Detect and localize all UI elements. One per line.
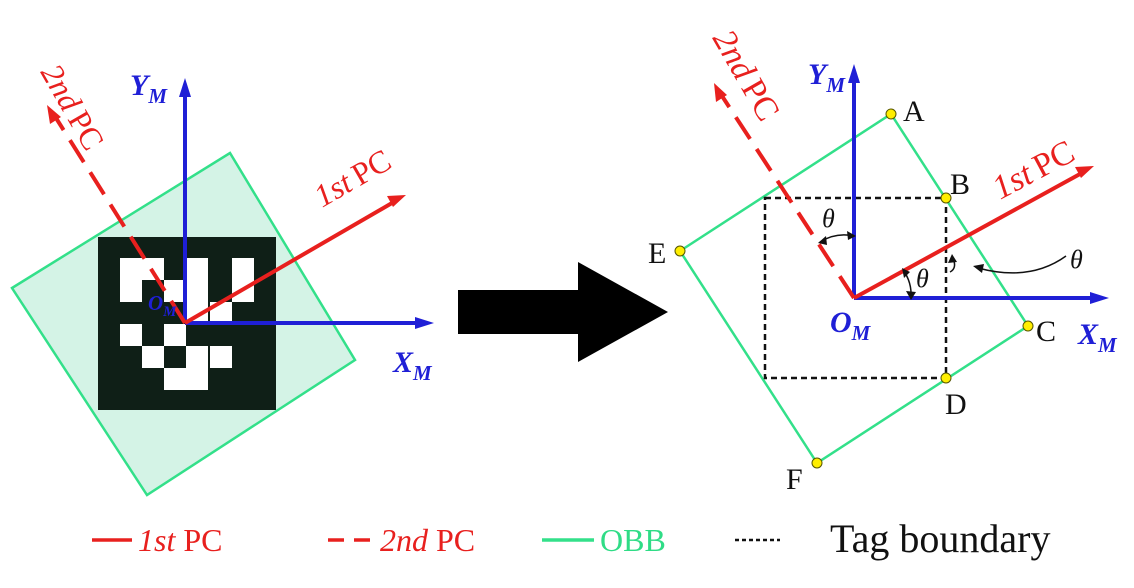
corner-a-point <box>885 108 897 120</box>
right-pc2-arrow <box>714 83 856 300</box>
corner-d-label: D <box>945 388 967 421</box>
left-origin-label: OM <box>148 291 177 320</box>
svg-text:1st PC: 1st PC <box>138 522 222 558</box>
left-pc1-label: 1stPC <box>308 142 397 214</box>
right-pc1-arrow <box>853 166 1094 300</box>
svg-text:Tag boundary: Tag boundary <box>830 516 1050 561</box>
corner-points <box>674 108 1034 469</box>
right-y-axis-label: YM <box>808 58 846 97</box>
legend-item-2nd-pc: 2nd PC <box>328 522 475 558</box>
left-y-axis-label: YM <box>130 69 168 108</box>
left-panel: YM XM OM 1stPC 2ndPC <box>10 58 434 497</box>
corner-e-label: E <box>648 237 666 270</box>
right-x-axis-label: XM <box>1077 318 1118 357</box>
right-arrow-icon <box>458 262 668 362</box>
theta-label-2: θ <box>916 264 929 293</box>
left-pc2-arrow <box>47 105 187 325</box>
legend-item-1st-pc: 1st PC <box>92 522 222 558</box>
left-pc1-arrow <box>183 195 406 325</box>
angle-arcs <box>818 231 1067 300</box>
right-axes <box>848 64 1109 304</box>
left-pc2-label: 2ndPC <box>34 58 112 157</box>
right-origin-label: OM <box>830 306 872 345</box>
svg-text:OBB: OBB <box>600 522 666 558</box>
svg-text:2nd PC: 2nd PC <box>380 522 475 558</box>
left-axes <box>179 78 434 329</box>
legend: 1st PC 2nd PC OBB Tag boundary <box>92 516 1050 561</box>
corner-b-point <box>940 192 952 204</box>
right-panel: A B C D E F θ θ θ YM XM OM 1stPC 2ndPC <box>648 24 1118 497</box>
right-pc1-label: 1stPC <box>986 133 1080 207</box>
theta-label-1: θ <box>822 204 835 233</box>
right-pc2-label: 2ndPC <box>705 24 786 128</box>
corner-a-label: A <box>903 95 925 128</box>
corner-e-point <box>674 245 686 257</box>
corner-c-point <box>1022 320 1034 332</box>
corner-c-label: C <box>1036 315 1056 348</box>
corner-d-point <box>940 372 952 384</box>
corner-f-point <box>811 457 823 469</box>
legend-item-obb: OBB <box>542 522 666 558</box>
corner-f-label: F <box>786 463 803 496</box>
left-x-axis-label: XM <box>392 346 433 385</box>
corner-b-label: B <box>950 168 970 201</box>
theta-label-3: θ <box>1070 245 1083 274</box>
legend-item-tag-boundary: Tag boundary <box>735 516 1050 561</box>
